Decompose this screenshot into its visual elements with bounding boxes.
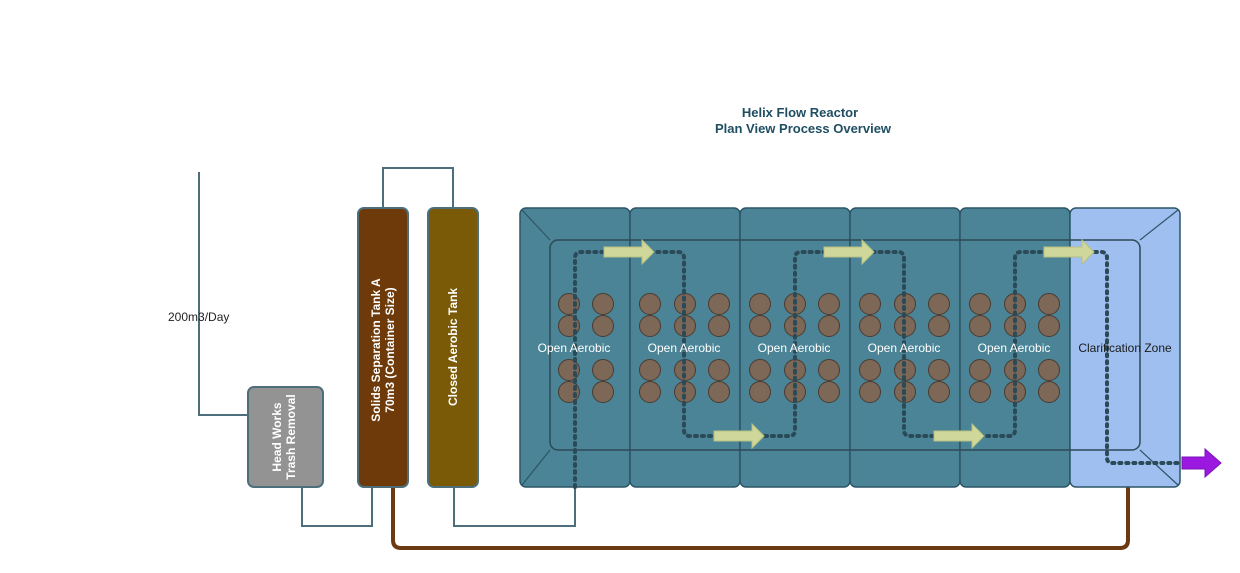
pipe-solids-to-closed	[382, 167, 454, 208]
diffuser	[708, 359, 730, 381]
clarification-zone-label: Clarification Zone	[1078, 341, 1172, 355]
closed-tank-label: Closed Aerobic Tank	[446, 288, 460, 406]
aerobic-zone-label: Open Aerobic	[758, 341, 831, 355]
diffuser	[592, 315, 614, 337]
aerobic-zone-label: Open Aerobic	[538, 341, 611, 355]
diffuser	[1038, 359, 1060, 381]
solids-tank-label-2: 70m3 (Container Size)	[383, 287, 397, 412]
aerobic-zone-label: Open Aerobic	[868, 341, 941, 355]
aerobic-zone-label: Open Aerobic	[648, 341, 721, 355]
diffuser	[859, 381, 881, 403]
flow-arrow	[603, 238, 655, 266]
flow-arrow	[713, 422, 765, 450]
pipe-headworks-to-solids	[301, 487, 373, 527]
diffuser	[928, 381, 950, 403]
diffuser	[708, 381, 730, 403]
diffuser	[592, 293, 614, 315]
diffuser	[708, 293, 730, 315]
diffuser	[1038, 315, 1060, 337]
inflow-label: 200m3/Day	[168, 310, 229, 324]
clarification-zone	[1069, 207, 1181, 488]
helix-flow-path	[573, 250, 1184, 489]
diffuser	[928, 293, 950, 315]
diffuser	[818, 381, 840, 403]
flow-arrow	[1043, 238, 1095, 266]
diffuser	[859, 359, 881, 381]
head-works-label-1: Head Works	[270, 402, 284, 471]
corner-line	[1139, 209, 1179, 241]
diffuser	[639, 293, 661, 315]
flow-arrow	[933, 422, 985, 450]
head-works-tank	[247, 386, 324, 488]
title-line-2: Plan View Process Overview	[715, 121, 892, 136]
corner-line	[521, 449, 551, 486]
diffuser	[818, 359, 840, 381]
corner-line	[1139, 449, 1179, 486]
inflow-pipe	[198, 172, 248, 416]
outlet-arrow	[1181, 447, 1222, 479]
diffuser	[592, 359, 614, 381]
diffuser	[969, 293, 991, 315]
pipe-closed-to-reactor	[453, 487, 576, 527]
head-works-label-2: Trash Removal	[284, 394, 298, 479]
closed-aerobic-tank	[427, 207, 479, 488]
solids-tank-label-1: Solids Separation Tank A	[369, 278, 383, 422]
inner-basin-outline	[549, 239, 1141, 451]
clarification-zone-body	[1069, 207, 1181, 488]
flow-arrows	[603, 238, 1095, 450]
diffuser	[749, 359, 771, 381]
diffuser	[592, 381, 614, 403]
diffuser	[749, 315, 771, 337]
zone-labels: Open Aerobic Open Aerobic Open Aerobic Open…	[538, 341, 1172, 355]
corner-line	[521, 209, 551, 241]
diffuser	[1038, 293, 1060, 315]
diffuser	[928, 359, 950, 381]
diffuser	[749, 381, 771, 403]
diffuser	[708, 315, 730, 337]
diffuser	[558, 359, 580, 381]
diffuser	[639, 381, 661, 403]
diffuser	[558, 381, 580, 403]
title-line-1: Helix Flow Reactor	[742, 105, 858, 120]
diffuser	[859, 315, 881, 337]
flow-arrow	[823, 238, 875, 266]
diffuser	[639, 359, 661, 381]
diffuser	[969, 381, 991, 403]
diffuser	[1038, 381, 1060, 403]
diffuser	[749, 293, 771, 315]
diffuser	[639, 315, 661, 337]
diffuser	[969, 359, 991, 381]
diffuser	[818, 315, 840, 337]
diffuser	[818, 293, 840, 315]
diffuser	[928, 315, 950, 337]
aerobic-zone-label: Open Aerobic	[978, 341, 1051, 355]
diffuser	[859, 293, 881, 315]
diffuser	[969, 315, 991, 337]
sludge-return-pipe	[391, 405, 1130, 550]
solids-separation-tank	[357, 207, 409, 488]
